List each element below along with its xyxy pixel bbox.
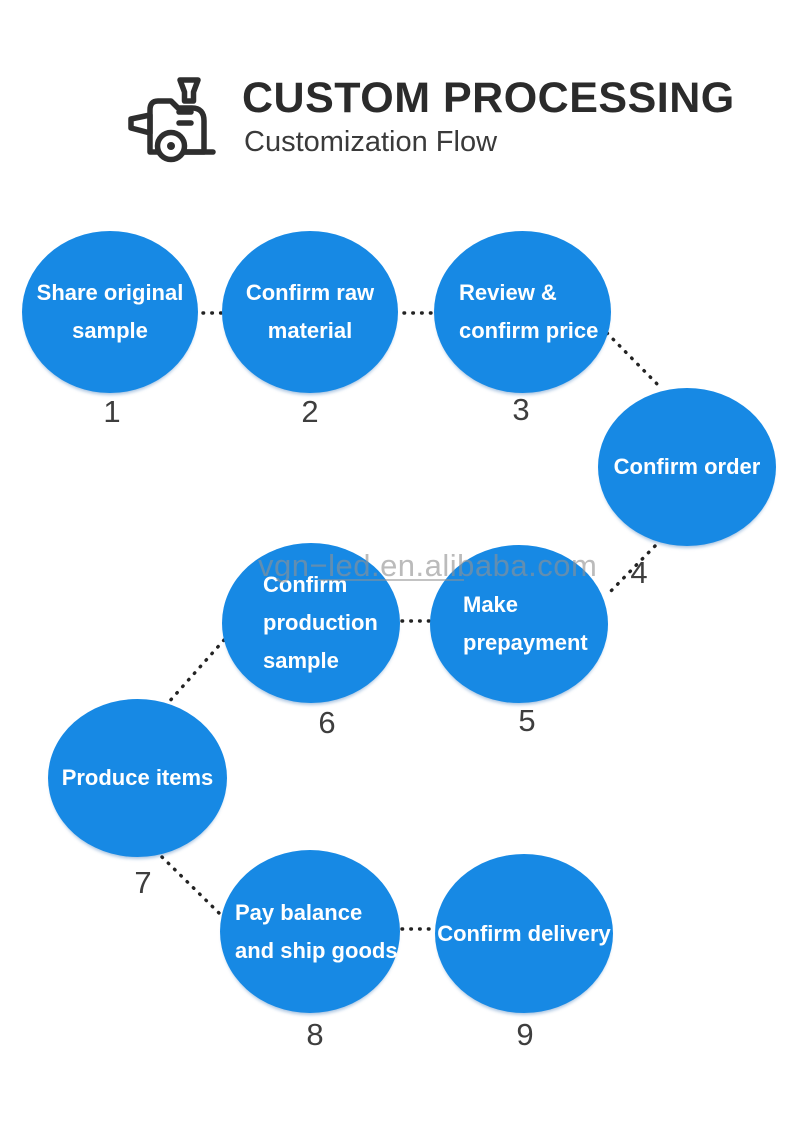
step-number-7: 7 bbox=[134, 865, 152, 900]
step-circle-2: Confirm raw material bbox=[222, 231, 398, 393]
step-6-label: Confirm bbox=[263, 572, 348, 597]
step-3-label: confirm price bbox=[459, 318, 599, 343]
step-9-label: Confirm delivery bbox=[437, 920, 611, 946]
step-number-8: 8 bbox=[306, 1017, 324, 1052]
step-3-label: Review & bbox=[459, 280, 557, 305]
watermark-underline bbox=[318, 579, 464, 581]
page-subtitle: Customization Flow bbox=[244, 126, 498, 158]
connector-6-7 bbox=[166, 638, 226, 705]
step-number-1: 1 bbox=[103, 394, 121, 429]
connector-7-8 bbox=[160, 855, 221, 915]
step-7-label: Produce items bbox=[61, 765, 214, 790]
step-number-3: 3 bbox=[512, 392, 530, 427]
step-8-label: Pay balance bbox=[235, 899, 363, 925]
step-number-4: 4 bbox=[630, 555, 648, 590]
watermark-text: vgn−led.en.alibaba.com bbox=[258, 548, 598, 583]
step-number-5: 5 bbox=[518, 703, 536, 738]
page-title: CUSTOM PROCESSING bbox=[242, 74, 735, 122]
step-8-label: and ship goods bbox=[235, 937, 398, 963]
step-1-label: Share original bbox=[36, 280, 184, 305]
step-1-label: sample bbox=[72, 318, 148, 343]
step-number-2: 2 bbox=[301, 394, 319, 429]
connector-3-4 bbox=[605, 331, 664, 391]
step-circle-7: Produce items bbox=[48, 699, 227, 857]
step-circle-3: Review & confirm price bbox=[434, 231, 611, 393]
step-circle-5: Make prepayment bbox=[430, 545, 608, 703]
step-circle-8: Pay balance and ship goods bbox=[220, 850, 400, 1013]
step-2-label: Confirm raw bbox=[245, 280, 375, 305]
step-6-label: sample bbox=[263, 648, 339, 673]
step-6-label: production bbox=[263, 610, 378, 635]
step-4-label: Confirm order bbox=[613, 454, 761, 479]
step-5-label: Make bbox=[463, 592, 519, 617]
step-number-9: 9 bbox=[516, 1017, 534, 1052]
step-number-6: 6 bbox=[318, 705, 336, 740]
step-5-label: prepayment bbox=[463, 630, 588, 655]
step-2-label: material bbox=[267, 318, 353, 343]
step-circle-4: Confirm order bbox=[598, 388, 776, 546]
step-circle-9: Confirm delivery bbox=[435, 854, 613, 1013]
step-circle-6: Confirm production sample bbox=[222, 543, 400, 703]
processing-machine-icon bbox=[128, 77, 216, 163]
step-circle-1: Share original sample bbox=[22, 231, 198, 393]
